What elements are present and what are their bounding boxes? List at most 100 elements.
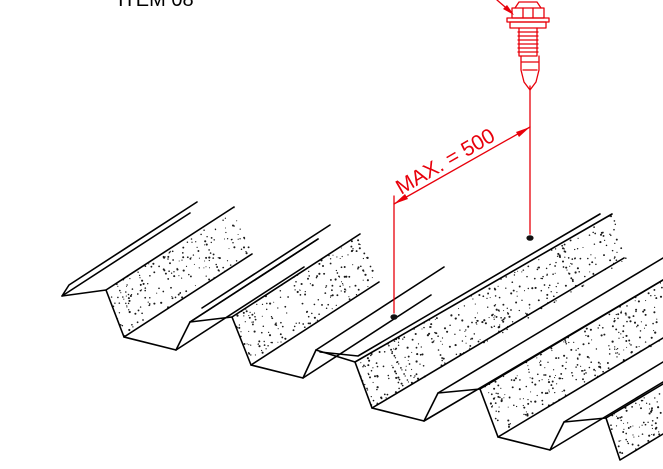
speckle-dot	[564, 367, 567, 370]
speckle-dot	[368, 359, 371, 362]
speckle-dot	[242, 311, 245, 314]
speckle-dot	[592, 273, 595, 275]
speckle-dot	[467, 325, 470, 328]
speckle-dot	[369, 354, 372, 357]
speckle-dot	[261, 303, 264, 306]
speckle-dot	[352, 249, 354, 251]
speckle-dot	[576, 267, 579, 270]
speckle-dot	[125, 291, 127, 293]
speckle-dot	[258, 345, 261, 348]
speckle-dot	[620, 333, 622, 335]
speckle-dot	[551, 380, 554, 383]
speckle-dot	[594, 232, 597, 235]
speckle-dot	[565, 342, 568, 345]
speckle-dot	[653, 311, 656, 314]
speckle-dot	[223, 238, 226, 240]
speckle-dot	[650, 336, 653, 339]
speckle-dot	[313, 316, 316, 319]
speckle-dot	[173, 271, 175, 273]
speckle-dot	[239, 228, 241, 230]
speckle-dot	[325, 307, 328, 310]
speckle-dot	[542, 275, 544, 278]
speckle-dot	[637, 444, 640, 447]
speckle-dot	[401, 384, 404, 387]
speckle-dot	[494, 402, 497, 404]
speckle-dot	[128, 309, 130, 311]
speckle-dot	[363, 271, 365, 273]
speckle-dot	[329, 258, 332, 260]
speckle-dot	[574, 258, 576, 260]
speckle-dot	[450, 314, 453, 317]
speckle-dot	[435, 317, 438, 320]
speckle-dot	[521, 271, 523, 273]
speckle-dot	[594, 374, 596, 377]
speckle-dot	[531, 287, 534, 290]
speckle-dot	[257, 343, 260, 345]
speckle-dot	[411, 351, 413, 353]
speckle-dot	[302, 323, 305, 325]
speckle-dot	[625, 314, 627, 316]
speckle-dot	[181, 259, 183, 261]
speckle-dot	[547, 361, 549, 364]
speckle-dot	[594, 257, 596, 259]
speckle-dot	[265, 348, 267, 350]
speckle-dot	[334, 278, 337, 281]
speckle-dot	[394, 357, 397, 359]
speckle-dot	[364, 273, 367, 276]
speckle-dot	[611, 325, 614, 328]
speckle-dot	[357, 267, 359, 270]
speckle-dot	[546, 274, 548, 276]
speckle-dot	[348, 298, 351, 300]
speckle-dot	[559, 377, 562, 380]
speckle-dot	[235, 260, 238, 262]
speckle-dot	[538, 379, 541, 382]
speckle-dot	[550, 291, 552, 293]
speckle-dot	[634, 300, 636, 302]
speckle-dot	[213, 239, 215, 241]
speckle-dot	[204, 240, 207, 243]
speckle-dot	[534, 286, 537, 289]
speckle-dot	[343, 266, 346, 268]
speckle-dot	[455, 353, 458, 356]
speckle-dot	[372, 381, 374, 384]
speckle-dot	[527, 287, 530, 290]
speckle-dot	[391, 352, 393, 355]
speckle-dot	[527, 398, 529, 401]
speckle-dot	[484, 322, 487, 325]
speckle-dot	[345, 289, 347, 291]
speckle-dot	[614, 348, 616, 350]
speckle-dot	[626, 422, 629, 424]
speckle-dot	[117, 296, 119, 299]
speckle-dot	[574, 248, 576, 251]
speckle-dot	[553, 301, 556, 304]
speckle-dot	[642, 421, 645, 424]
speckle-dot	[449, 324, 451, 326]
speckle-dot	[309, 283, 311, 285]
speckle-dot	[123, 298, 125, 300]
speckle-dot	[554, 272, 556, 274]
speckle-dot	[498, 310, 500, 312]
speckle-dot	[605, 244, 608, 247]
speckle-dot	[588, 234, 591, 236]
speckle-dot	[481, 321, 484, 324]
speckle-dot	[531, 377, 534, 380]
speckle-dot	[340, 281, 343, 283]
speckle-dot	[249, 311, 251, 314]
speckle-dot	[651, 433, 653, 436]
dimension-arrow-left	[394, 194, 408, 204]
speckle-dot	[243, 343, 246, 345]
speckle-dot	[599, 241, 602, 244]
speckle-dot	[139, 306, 142, 308]
speckle-dot	[325, 285, 328, 287]
speckle-dot	[526, 413, 529, 416]
speckle-dot	[651, 427, 653, 430]
speckle-dot	[147, 301, 149, 303]
speckle-dot	[244, 238, 246, 240]
speckle-dot	[527, 316, 530, 319]
speckle-dot	[577, 358, 579, 360]
speckle-dot	[548, 379, 550, 381]
speckle-dot	[644, 423, 647, 426]
speckle-dot	[603, 254, 605, 257]
speckle-dot	[366, 357, 369, 360]
speckle-dot	[564, 339, 567, 341]
